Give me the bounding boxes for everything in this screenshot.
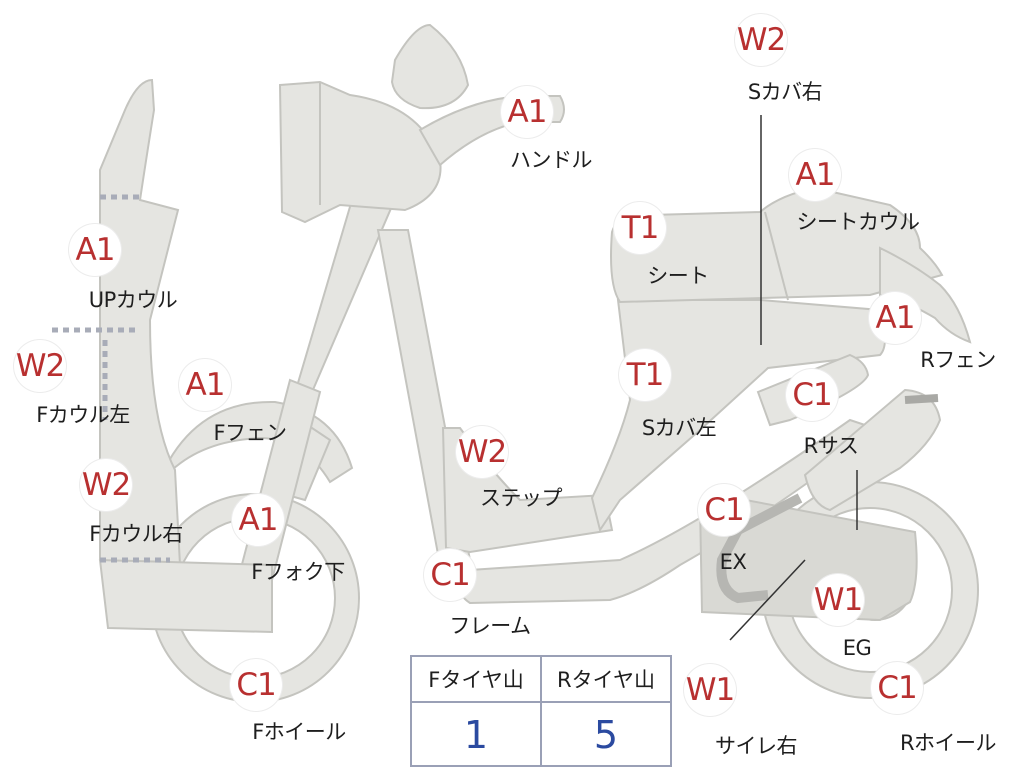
f-fork-lower-label: Fフォク下 [251, 560, 345, 584]
step-grade-badge: W2 [456, 426, 508, 478]
front-cowl-nose-shape [98, 558, 273, 634]
muffler-right-grade-badge: W1 [684, 664, 736, 716]
seat-grade-badge: T1 [614, 202, 666, 254]
f-cowl-left-grade-badge: W2 [14, 340, 66, 392]
seat-cowl-label: シートカウル [796, 210, 921, 234]
mirror-shape [390, 23, 470, 110]
engine-shape [698, 496, 918, 622]
f-fender-grade-badge: A1 [179, 359, 231, 411]
tire-tread-header-row: Fタイヤ山 Rタイヤ山 [412, 657, 670, 703]
rear-tire-tread-value: 5 [593, 713, 619, 757]
seat-cowl-grade-badge: A1 [789, 149, 841, 201]
rear-tire-tread-header: Rタイヤ山 [557, 668, 655, 692]
f-wheel-grade-badge: C1 [230, 659, 282, 711]
s-cover-left-label: Sカバ左 [641, 416, 717, 440]
r-fender-grade-badge: A1 [869, 292, 921, 344]
up-cowl-grade-badge: A1 [69, 224, 121, 276]
r-fender-label: Rフェン [920, 348, 996, 372]
s-cover-right-grade-badge: W2 [735, 14, 787, 66]
r-wheel-grade-badge: C1 [871, 662, 923, 714]
f-fork-lower-grade-badge: A1 [232, 494, 284, 546]
muffler-right-label: サイレ右 [715, 734, 798, 758]
f-cowl-left-label: Fカウル左 [36, 403, 130, 427]
exhaust-pipe-shape [716, 493, 803, 604]
frame-grade-badge: C1 [424, 549, 476, 601]
front-tire-tread-header: Fタイヤ山 [412, 657, 542, 701]
f-cowl-right-label: Fカウル右 [89, 522, 183, 546]
r-suspension-label: Rサス [803, 434, 859, 458]
step-label: ステップ [480, 486, 563, 510]
f-cowl-right-grade-badge: W2 [80, 459, 132, 511]
f-fender-label: Fフェン [213, 421, 287, 445]
r-wheel-label: Rホイール [899, 731, 997, 755]
seat-label: シート [647, 264, 709, 288]
front-cowl-shape [99, 78, 182, 567]
s-cover-right-label: Sカバ右 [747, 80, 823, 104]
f-wheel-label: Fホイール [252, 720, 346, 744]
tire-tread-value-row: 1 5 [412, 703, 670, 767]
s-cover-left-grade-badge: T1 [619, 349, 671, 401]
exhaust-label: EX [719, 550, 747, 574]
engine-label: EG [842, 636, 872, 660]
leader-muffler-right [729, 559, 806, 641]
tire-tread-table: Fタイヤ山 Rタイヤ山 1 5 [410, 655, 672, 767]
exhaust-grade-badge: C1 [698, 484, 750, 536]
r-suspension-grade-badge: C1 [786, 369, 838, 421]
handle-label: ハンドル [510, 148, 593, 172]
front-tire-tread-value: 1 [412, 703, 542, 767]
up-cowl-label: UPカウル [88, 288, 178, 312]
engine-grade-badge: W1 [812, 574, 864, 626]
handle-grade-badge: A1 [501, 86, 553, 138]
frame-label: フレーム [449, 614, 531, 638]
